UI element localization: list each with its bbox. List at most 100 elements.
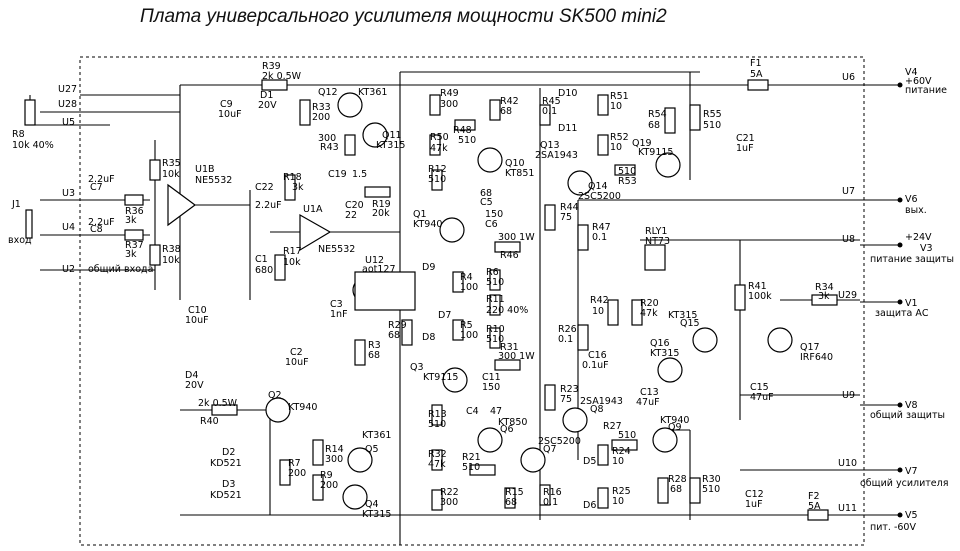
value-C21: 1uF: [736, 143, 754, 154]
value-Q19: KT9115: [638, 147, 673, 158]
label-C2: C2: [290, 347, 303, 358]
label-R36: R36: [125, 206, 144, 217]
ref-V3: V3: [920, 243, 933, 254]
board-outline: [79, 56, 865, 546]
value-C2: 10uF: [285, 357, 309, 368]
label-Q6: Q6: [500, 424, 514, 435]
label-R23: R23: [560, 384, 579, 395]
value-RLY1: NT73: [645, 236, 670, 247]
label-R33: R33: [312, 102, 331, 113]
value-R39: 2k 0.5W: [262, 71, 302, 82]
value-Q3: KT9115: [423, 372, 458, 383]
value-Q13: 2SA1943: [535, 150, 578, 161]
label-Q19: Q19: [632, 138, 652, 149]
value-R37: 3k: [125, 249, 137, 260]
label-R43: R43: [320, 142, 339, 153]
value-C11: 150: [482, 382, 500, 393]
value-D3: KD521: [210, 490, 242, 501]
label-C19: C19: [328, 169, 347, 180]
label-F1: F1: [750, 58, 762, 69]
pin-U28: U28: [58, 99, 77, 110]
label-C22: C22: [255, 182, 274, 193]
label-R50: R50: [430, 132, 449, 143]
label-R40: R40: [200, 416, 219, 427]
value-R52: 10: [610, 142, 622, 153]
label-R3: R3: [368, 340, 381, 351]
value-Q8: 2SA1943: [580, 396, 623, 407]
value-C3: 1nF: [330, 309, 348, 320]
label-R7: R7: [288, 458, 301, 469]
value-R11: 220 40%: [486, 305, 528, 316]
label-C7: C7: [90, 182, 103, 193]
value-R46: 300 1W: [498, 232, 535, 243]
label-R32: R32: [428, 449, 447, 460]
output-stage: [211, 79, 838, 521]
label-R27: R27: [603, 421, 622, 432]
label-Q2: Q2: [268, 390, 282, 401]
label-Q9: Q9: [668, 422, 682, 433]
label-U1A: U1A: [303, 204, 323, 215]
value-Q1: KT940: [413, 219, 442, 230]
input-label: вход: [8, 235, 32, 246]
value-R34: 3k: [818, 291, 830, 302]
label-R17: R17: [283, 246, 302, 257]
label-R42b: R42: [590, 295, 609, 306]
value-R55: 510: [703, 120, 721, 131]
value-R24: 10: [612, 456, 624, 467]
value-D2: KD521: [210, 458, 242, 469]
label-R37: R37: [125, 240, 144, 251]
label-R49: R49: [440, 88, 459, 99]
value-R36: 3k: [125, 215, 137, 226]
label-F2: F2: [808, 491, 820, 502]
label-D2: D2: [222, 447, 235, 458]
label-Q7: Q7: [543, 444, 557, 455]
value-C15: 47uF: [750, 392, 774, 403]
label-R18: R18: [283, 172, 302, 183]
label-R6: R6: [486, 267, 499, 278]
value-Q4: KT315: [362, 509, 391, 520]
label-C9: C9: [220, 99, 233, 110]
value-R38: 10k: [162, 255, 180, 266]
value-Q15: KT315: [668, 310, 697, 321]
value-R35: 10k: [162, 169, 180, 180]
label-D8: D8: [422, 332, 435, 343]
label-R48: R48: [453, 125, 472, 136]
label-Q16: Q16: [650, 338, 670, 349]
value-C10: 10uF: [185, 315, 209, 326]
desc-V5: пит. -60V: [870, 522, 916, 533]
value-D4: 20V: [185, 380, 204, 391]
label-U1B: U1B: [195, 164, 215, 175]
value-R8: 10k 40%: [12, 140, 54, 151]
label-Q4: Q4: [365, 499, 379, 510]
value-C22: 2.2uF: [255, 200, 282, 211]
value-Q7: 2SC5200: [538, 436, 581, 447]
label-R31: R31: [500, 342, 519, 353]
value-U1A: NE5532: [318, 244, 355, 255]
value-R21: 510: [462, 462, 480, 473]
label-R15: R15: [505, 487, 524, 498]
label-R44: R44: [560, 202, 579, 213]
value-R16: 0.1: [543, 497, 558, 508]
pin-U10: U10: [838, 458, 857, 469]
desc-V3: +24V: [905, 232, 932, 243]
label-C6: C6: [485, 219, 498, 230]
label-D4: D4: [185, 370, 198, 381]
pin-U3: U3: [62, 188, 75, 199]
desc2-V3: питание защиты: [870, 254, 954, 265]
ref-V7: V7: [905, 466, 918, 477]
label-D9: D9: [422, 262, 435, 273]
label-R51: R51: [610, 91, 629, 102]
desc2-V4: питание: [905, 85, 947, 96]
value-Q10: KT851: [505, 168, 534, 179]
label-R8: R8: [12, 129, 25, 140]
label-C15: C15: [750, 382, 769, 393]
value-Q17: IRF640: [800, 352, 833, 363]
label-R20: R20: [640, 298, 659, 309]
label-R24: R24: [612, 446, 631, 457]
value-C8: 2.2uF: [88, 217, 115, 228]
value-R17: 10k: [283, 257, 301, 268]
value-C20: 22: [345, 210, 357, 221]
value-R4: 100: [460, 282, 478, 293]
label-C12: C12: [745, 489, 764, 500]
component-labels: R8 10k 40% C7 2.2uF C8 2.2uF R36 3k R37 …: [12, 58, 834, 520]
